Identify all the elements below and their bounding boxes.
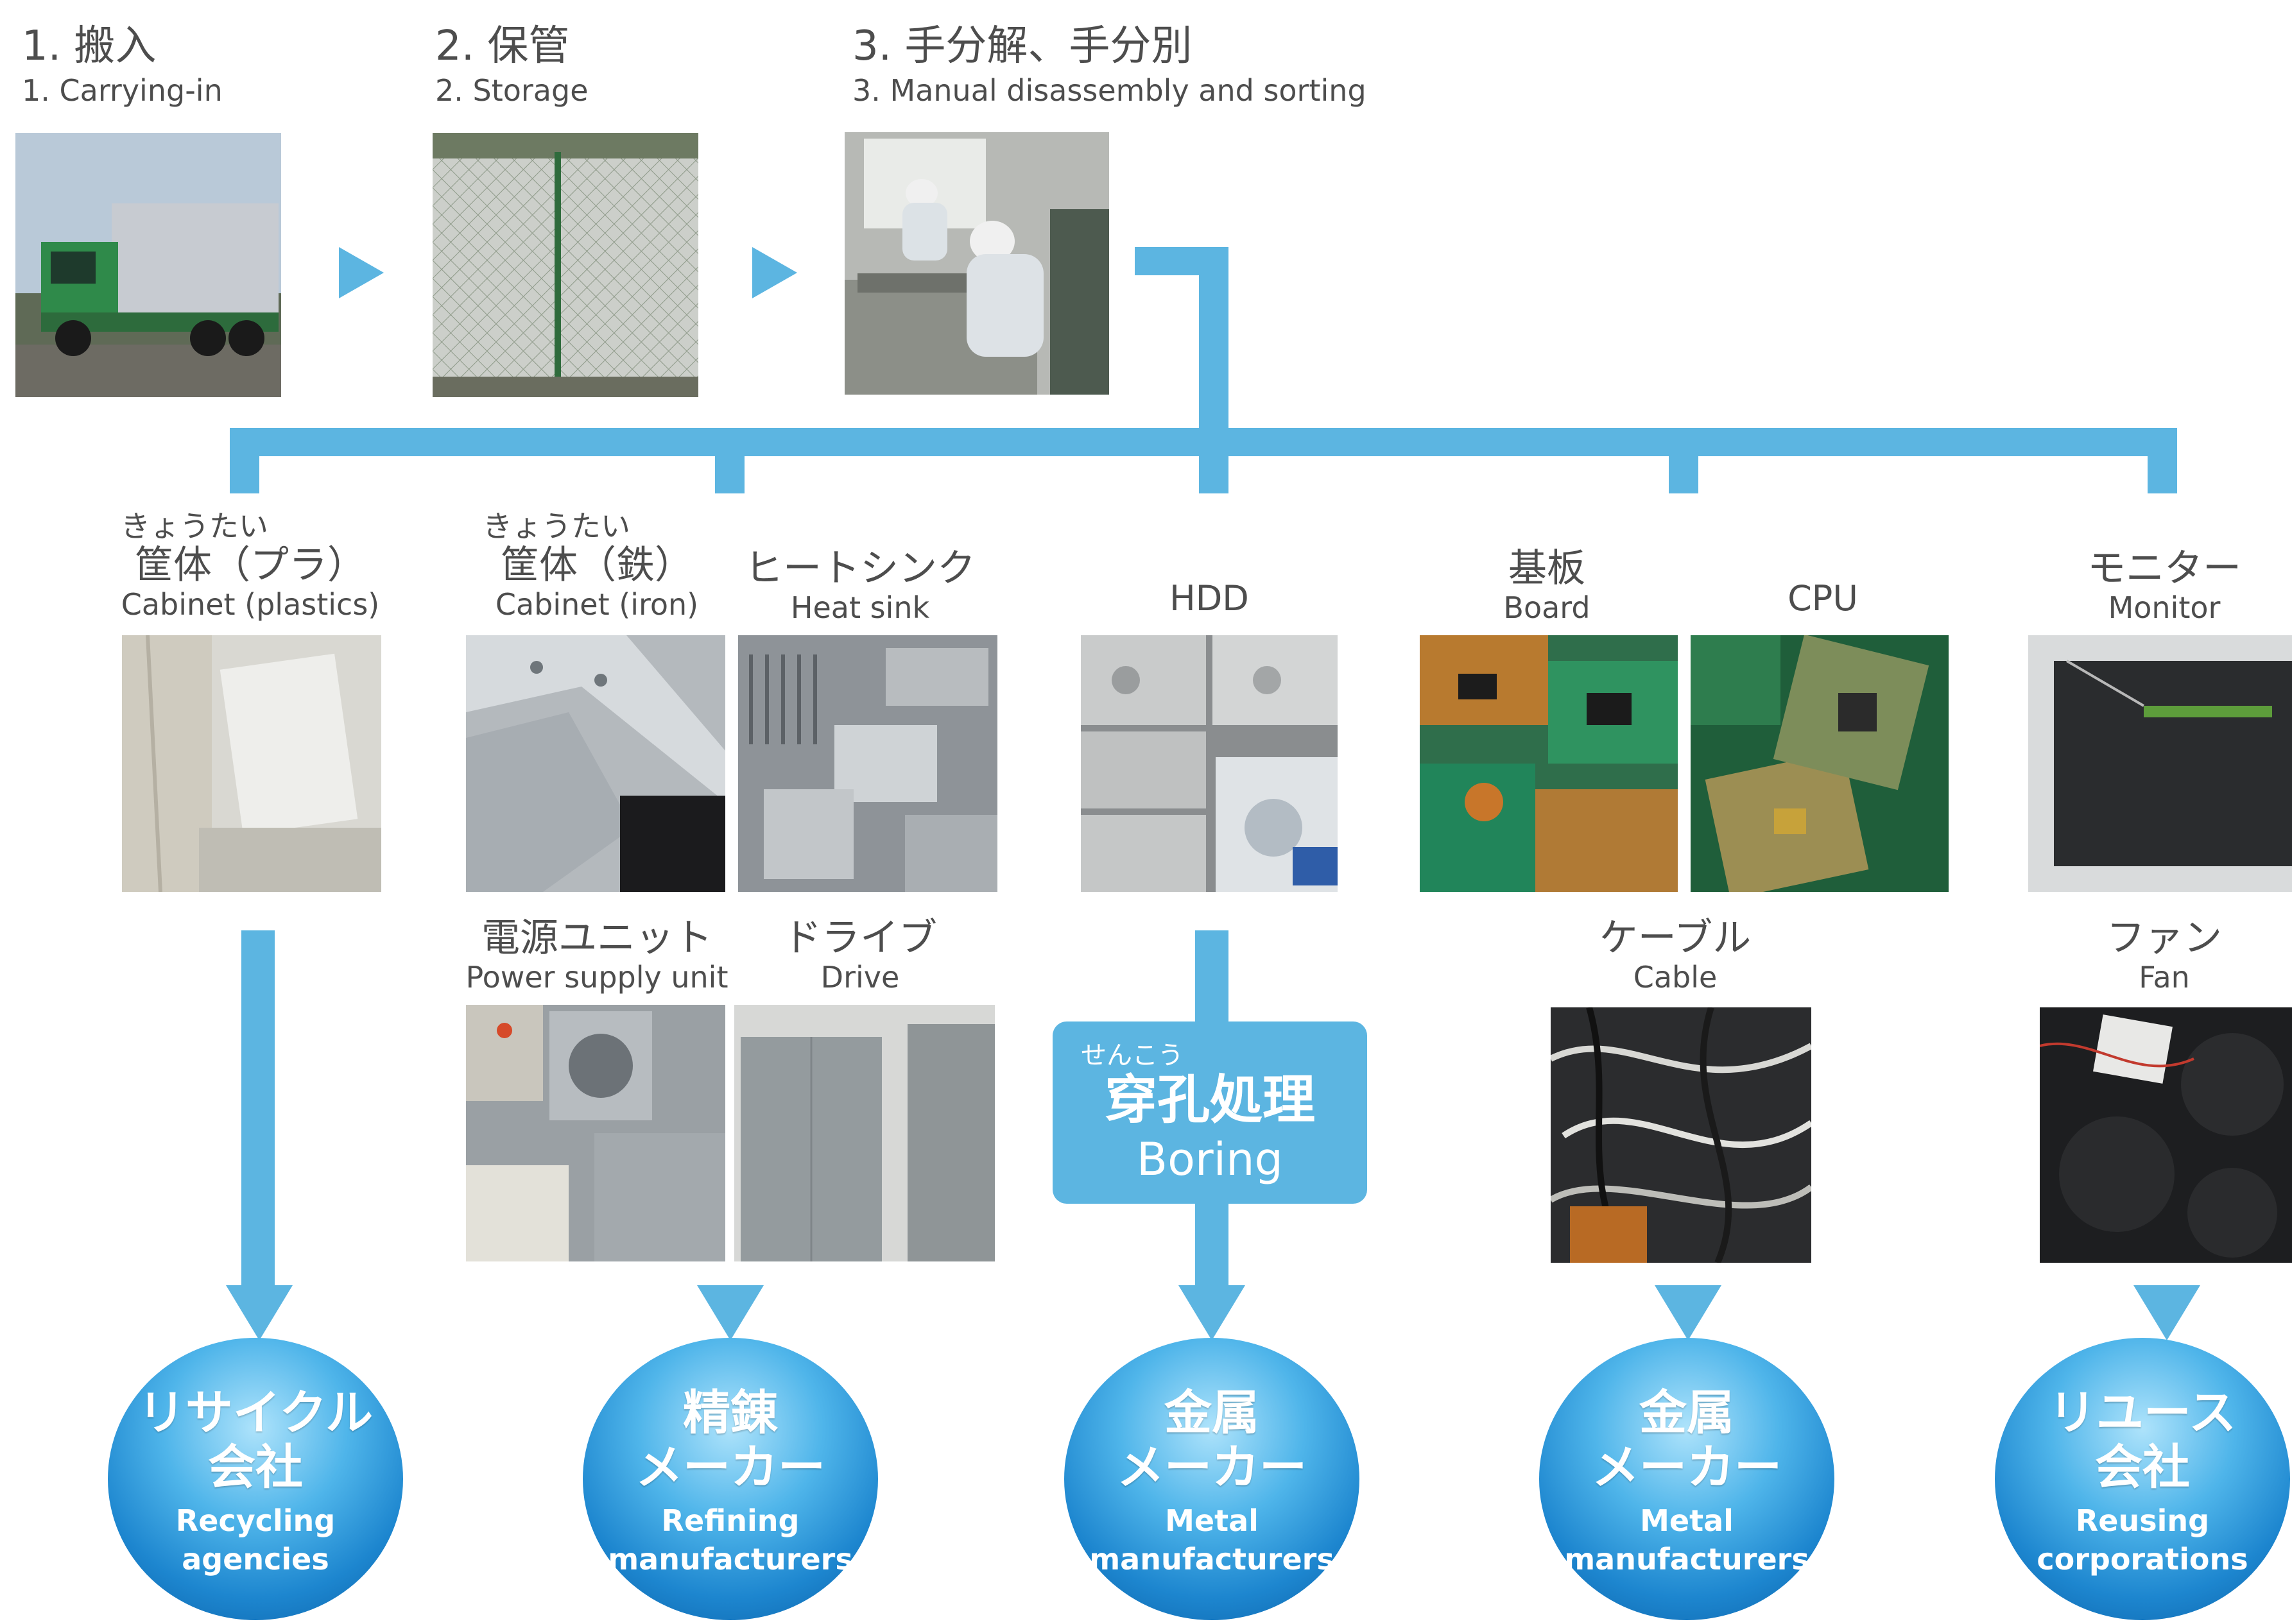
- destination-jp-line1: 金属: [1639, 1385, 1734, 1440]
- destination-recycling-agencies: リサイクル 会社 Recycling agencies: [108, 1338, 403, 1620]
- hdd-en: HDD: [1169, 578, 1249, 619]
- destination-en-line2: manufacturers: [608, 1542, 853, 1577]
- flow-connector: [241, 930, 275, 1290]
- destination-en-line1: Reusing: [2075, 1503, 2210, 1538]
- down-arrow-icon: [697, 1285, 764, 1340]
- down-arrow-icon: [1178, 1285, 1245, 1340]
- cabinet-plastics-ruby: きょうたい: [121, 509, 268, 543]
- fan-label: ファン Fan: [2036, 919, 2292, 992]
- destination-jp-line2: 会社: [208, 1440, 303, 1495]
- boring-en: Boring: [1137, 1133, 1283, 1186]
- destination-jp-line1: 精錬: [683, 1385, 778, 1440]
- heat-sink-photo: [738, 635, 997, 892]
- flow-connector: [230, 428, 259, 493]
- boring-process-box: せんこう 穿孔処理 Boring: [1053, 1021, 1367, 1204]
- boring-ruby: せんこう: [1081, 1041, 1184, 1070]
- destination-en-line2: manufacturers: [1089, 1542, 1334, 1577]
- power-supply-jp: 電源ユニット: [481, 916, 712, 961]
- destination-en-line1: Metal: [1165, 1503, 1259, 1538]
- heat-sink-en: Heat sink: [790, 590, 930, 625]
- power-supply-label: 電源ユニット Power supply unit: [462, 919, 732, 992]
- destination-jp-line2: 会社: [2095, 1440, 2190, 1495]
- destination-en-line1: Refining: [661, 1503, 800, 1538]
- monitor-jp: モニター: [2087, 546, 2241, 591]
- fan-en: Fan: [2139, 960, 2190, 995]
- cable-photo: [1551, 1007, 1811, 1263]
- step-2-subtitle: 2. Storage: [435, 73, 589, 108]
- down-arrow-icon: [226, 1285, 293, 1340]
- fan-jp: ファン: [2107, 916, 2222, 961]
- destination-metal-manufacturers: 金属 メーカー Metal manufacturers: [1064, 1338, 1359, 1620]
- heat-sink-jp: ヒートシンク: [745, 546, 976, 591]
- destination-jp-line1: 金属: [1164, 1385, 1259, 1440]
- cabinet-iron-jp: 筐体（鉄）: [501, 543, 693, 588]
- cabinet-iron-label: きょうたい 筐体（鉄） Cabinet (iron): [469, 511, 725, 619]
- board-label: 基板 Board: [1418, 549, 1675, 622]
- drive-label: ドライブ Drive: [738, 919, 982, 992]
- drive-jp: ドライブ: [783, 916, 937, 961]
- heat-sink-label: ヒートシンク Heat sink: [738, 549, 982, 622]
- cpu-photo: [1691, 635, 1949, 892]
- flow-connector: [715, 428, 745, 493]
- cabinet-plastics-en: Cabinet (plastics): [121, 587, 380, 622]
- destination-metal-manufacturers: 金属 メーカー Metal manufacturers: [1539, 1338, 1834, 1620]
- destination-refining-manufacturers: 精錬 メーカー Refining manufacturers: [583, 1338, 878, 1620]
- flow-connector: [2148, 428, 2177, 493]
- board-jp: 基板: [1508, 546, 1585, 591]
- board-photo: [1420, 635, 1678, 892]
- destination-en-line1: Metal: [1640, 1503, 1734, 1538]
- cable-en: Cable: [1633, 960, 1718, 995]
- down-arrow-icon: [1655, 1285, 1721, 1340]
- step-1-subtitle: 1. Carrying-in: [22, 73, 223, 108]
- storage-fence-photo: [433, 133, 698, 397]
- step-3-subtitle: 3. Manual disassembly and sorting: [852, 73, 1366, 108]
- cable-label: ケーブル Cable: [1547, 919, 1804, 992]
- cabinet-iron-photo: [466, 635, 725, 892]
- boring-jp: 穿孔処理: [1104, 1070, 1315, 1131]
- monitor-label: モニター Monitor: [2036, 549, 2292, 622]
- cabinet-plastics-label: きょうたい 筐体（プラ） Cabinet (plastics): [103, 511, 398, 619]
- step-1-title: 1. 搬入: [22, 22, 157, 70]
- cabinet-plastics-photo: [122, 635, 381, 892]
- cabinet-iron-en: Cabinet (iron): [495, 587, 699, 622]
- power-supply-photo: [466, 1005, 725, 1261]
- fan-photo: [2040, 1007, 2292, 1263]
- destination-jp-line1: リユース: [2048, 1385, 2237, 1440]
- destination-en-line1: Recycling: [175, 1503, 336, 1538]
- flow-arrow-right-icon: [339, 247, 384, 298]
- power-supply-en: Power supply unit: [465, 960, 728, 995]
- board-en: Board: [1503, 590, 1590, 625]
- flow-connector: [1199, 428, 1228, 493]
- destination-jp-line2: メーカー: [635, 1440, 825, 1495]
- flow-connector: [1669, 428, 1698, 493]
- truck-photo: [15, 133, 281, 397]
- cabinet-plastics-jp: 筐体（プラ）: [135, 543, 366, 588]
- drive-en: Drive: [820, 960, 900, 995]
- flow-arrow-right-icon: [752, 247, 797, 298]
- destination-jp-line1: リサイクル: [137, 1385, 374, 1440]
- step-3-title: 3. 手分解、手分別: [852, 22, 1193, 70]
- down-arrow-icon: [2133, 1285, 2200, 1340]
- hdd-label: HDD: [1081, 581, 1338, 616]
- destination-en-line2: agencies: [182, 1542, 329, 1577]
- destination-en-line2: manufacturers: [1564, 1542, 1809, 1577]
- drive-photo: [734, 1005, 995, 1261]
- destination-jp-line2: メーカー: [1592, 1440, 1782, 1495]
- flow-connector: [1199, 247, 1228, 433]
- cabinet-iron-ruby: きょうたい: [483, 509, 630, 543]
- hdd-photo: [1081, 635, 1338, 892]
- destination-reusing-corporations: リユース 会社 Reusing corporations: [1995, 1338, 2290, 1620]
- monitor-photo: [2028, 635, 2292, 892]
- workers-photo: [845, 132, 1109, 395]
- step-2-title: 2. 保管: [435, 22, 570, 70]
- cpu-label: CPU: [1694, 581, 1951, 616]
- destination-jp-line2: メーカー: [1117, 1440, 1307, 1495]
- cable-jp: ケーブル: [1599, 916, 1752, 961]
- destination-en-line2: corporations: [2037, 1542, 2248, 1577]
- monitor-en: Monitor: [2108, 590, 2221, 625]
- cpu-en: CPU: [1788, 578, 1858, 619]
